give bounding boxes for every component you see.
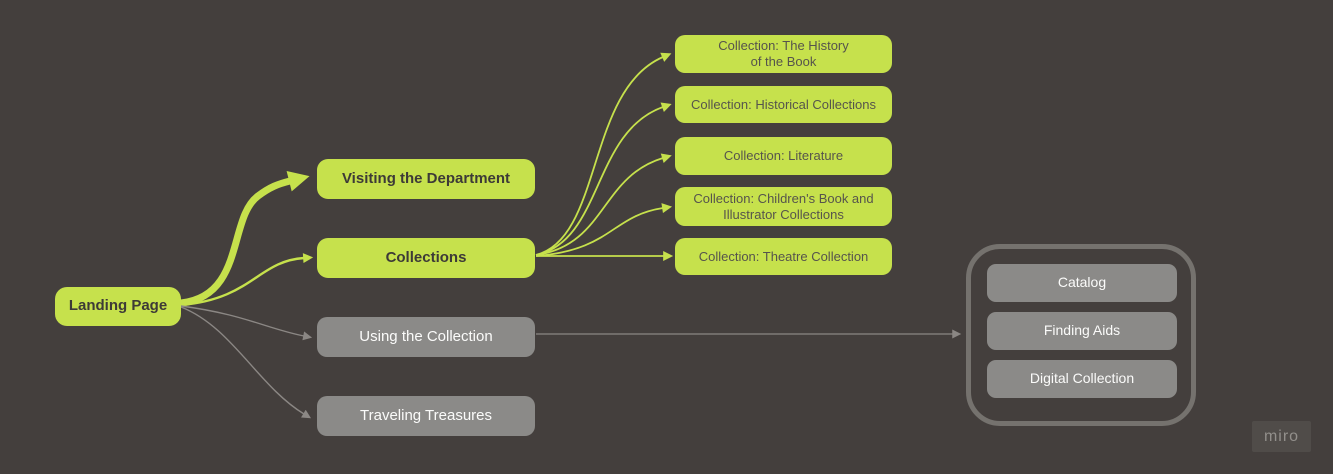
miro-logo: miro bbox=[1252, 421, 1311, 452]
node-catalog[interactable]: Catalog bbox=[987, 264, 1177, 302]
connector-landing-collections[interactable] bbox=[180, 253, 314, 307]
node-collection-history-of-the-book[interactable]: Collection: The History of the Book bbox=[675, 35, 892, 73]
connector-landing-using[interactable] bbox=[180, 305, 313, 341]
node-collections[interactable]: Collections bbox=[317, 238, 535, 278]
node-using-the-collection[interactable]: Using the Collection bbox=[317, 317, 535, 357]
connector-collections-childrens[interactable] bbox=[535, 203, 673, 257]
node-landing-page[interactable]: Landing Page bbox=[55, 287, 181, 326]
connector-collections-historical[interactable] bbox=[535, 102, 672, 256]
connector-landing-traveling[interactable] bbox=[180, 306, 312, 419]
connector-landing-visiting[interactable] bbox=[177, 171, 310, 307]
group-container[interactable] bbox=[966, 244, 1196, 426]
node-finding-aids[interactable]: Finding Aids bbox=[987, 312, 1177, 350]
node-digital-collection[interactable]: Digital Collection bbox=[987, 360, 1177, 398]
node-collection-theatre-collection[interactable]: Collection: Theatre Collection bbox=[675, 238, 892, 275]
node-traveling-treasures[interactable]: Traveling Treasures bbox=[317, 396, 535, 436]
node-visiting-the-department[interactable]: Visiting the Department bbox=[317, 159, 535, 199]
connector-collections-history[interactable] bbox=[535, 52, 672, 256]
node-collection-literature[interactable]: Collection: Literature bbox=[675, 137, 892, 175]
node-collection-historical-collections[interactable]: Collection: Historical Collections bbox=[675, 86, 892, 123]
node-collection-childrens-book[interactable]: Collection: Children's Book and Illustra… bbox=[675, 187, 892, 226]
connector-collections-literature[interactable] bbox=[535, 153, 672, 256]
